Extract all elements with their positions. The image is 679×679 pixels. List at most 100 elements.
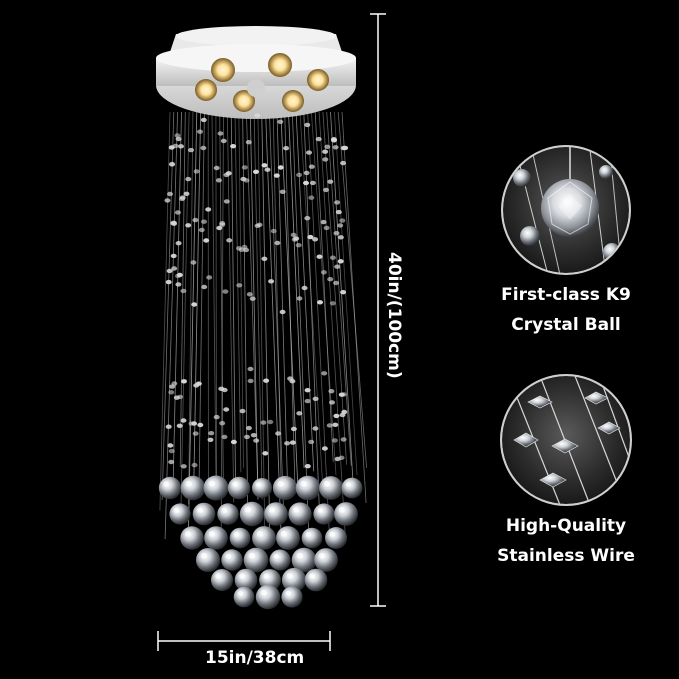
crystal-highlight [237, 590, 243, 597]
crystal-drop [264, 167, 271, 172]
crystal-drop [296, 296, 303, 301]
crystal-drop [200, 117, 207, 123]
crystal-drop [333, 280, 340, 286]
crystal-drop [230, 144, 237, 149]
crystal-drop [181, 379, 187, 384]
wire [303, 111, 321, 524]
crystal-drop [333, 231, 340, 236]
crystal-highlight [173, 507, 179, 513]
crystal-ball-cluster [158, 475, 363, 610]
crystal-drop [337, 259, 344, 264]
crystal-highlight [277, 480, 284, 487]
crystal-drop [296, 172, 303, 178]
crystal-drop [290, 232, 297, 238]
crystal-drop [213, 165, 220, 171]
crystal-drop [174, 133, 181, 138]
crystal-ball [180, 475, 206, 501]
crystal-highlight [163, 481, 169, 487]
feature-caption-line: Crystal Ball [511, 315, 621, 335]
crystal-highlight [208, 530, 215, 537]
crystal-drop [296, 411, 303, 416]
crystal-ball [229, 527, 251, 549]
crystal-ball [203, 475, 229, 501]
crystal-drop [169, 162, 175, 167]
crystal-highlight [248, 552, 255, 559]
crystal-drop [174, 210, 181, 215]
crystal-drop [316, 254, 323, 259]
crystal-drop [337, 223, 344, 228]
crystal-drop [206, 275, 213, 280]
wire [198, 111, 205, 498]
crystal-drop [183, 191, 190, 196]
crystal-drop [167, 191, 173, 197]
crystal-drop [180, 418, 187, 423]
wire [180, 111, 190, 521]
crystal-drop [245, 140, 252, 145]
crystal-drop [178, 144, 184, 149]
crystal-drop [168, 448, 175, 454]
crystal-ball [217, 503, 239, 525]
wire [219, 111, 224, 492]
width-dimension-label: 15in/38cm [205, 648, 305, 668]
crystal-ball [233, 586, 255, 608]
crystal-ball [301, 527, 323, 549]
crystal-ball [196, 548, 220, 572]
crystal-highlight [244, 506, 251, 513]
crystal-drop [273, 173, 280, 178]
crystal-drop [247, 366, 254, 372]
crystal-drop [244, 434, 250, 440]
wire [337, 111, 367, 468]
crystal-drop [326, 423, 333, 428]
crystal-drop [180, 288, 187, 294]
crystal-drop [308, 439, 315, 445]
crystal-highlight [233, 531, 239, 538]
crystal-drop [324, 144, 331, 149]
crystal-drop [312, 396, 319, 401]
crystal-drop [306, 150, 312, 155]
crystal-drop [247, 378, 254, 384]
crystal-highlight [263, 573, 269, 579]
crystal-drop [340, 290, 347, 295]
small-crystal-drops [164, 113, 349, 469]
crystal-drop [312, 237, 319, 242]
crystal-highlight [329, 531, 335, 537]
crystal-drop [170, 253, 177, 259]
crystal-drop [330, 137, 337, 142]
crystal-drop [215, 178, 222, 183]
crystal-ball [243, 547, 269, 573]
crystal-drop [226, 238, 233, 243]
crystal-ball [221, 549, 243, 571]
crystal-ball [314, 548, 338, 572]
crystal-drop [193, 169, 200, 174]
crystal-ball [264, 502, 288, 526]
wire [215, 111, 217, 490]
crystal-highlight [338, 506, 345, 513]
crystal-drop [175, 282, 182, 287]
crystal-drop [166, 268, 173, 274]
crystal-ball [252, 526, 276, 550]
crystal-ball [180, 526, 204, 550]
crystal-drop [213, 414, 220, 420]
wire [341, 111, 367, 504]
crystal-highlight [256, 482, 261, 487]
crystal-drop [165, 424, 172, 429]
crystal-drop [339, 218, 346, 223]
crystal-drop [188, 147, 194, 153]
crystal-drop [205, 207, 212, 212]
wire [311, 111, 337, 476]
feature-caption-line: High-Quality [505, 516, 627, 536]
crystal-highlight [239, 573, 245, 579]
crystal-drop [320, 219, 327, 225]
crystal-drop [175, 241, 182, 246]
crystal-highlight [285, 590, 291, 596]
crystal-drop [277, 165, 284, 170]
crystal-drop [332, 422, 339, 427]
crystal-drop [260, 420, 267, 425]
crystal-drop [261, 163, 268, 168]
crystal-ball [169, 503, 191, 525]
crystal-highlight [185, 480, 192, 487]
crystal-drop [179, 195, 186, 200]
crystal-drop [304, 122, 311, 128]
crystal-drop [180, 464, 187, 469]
